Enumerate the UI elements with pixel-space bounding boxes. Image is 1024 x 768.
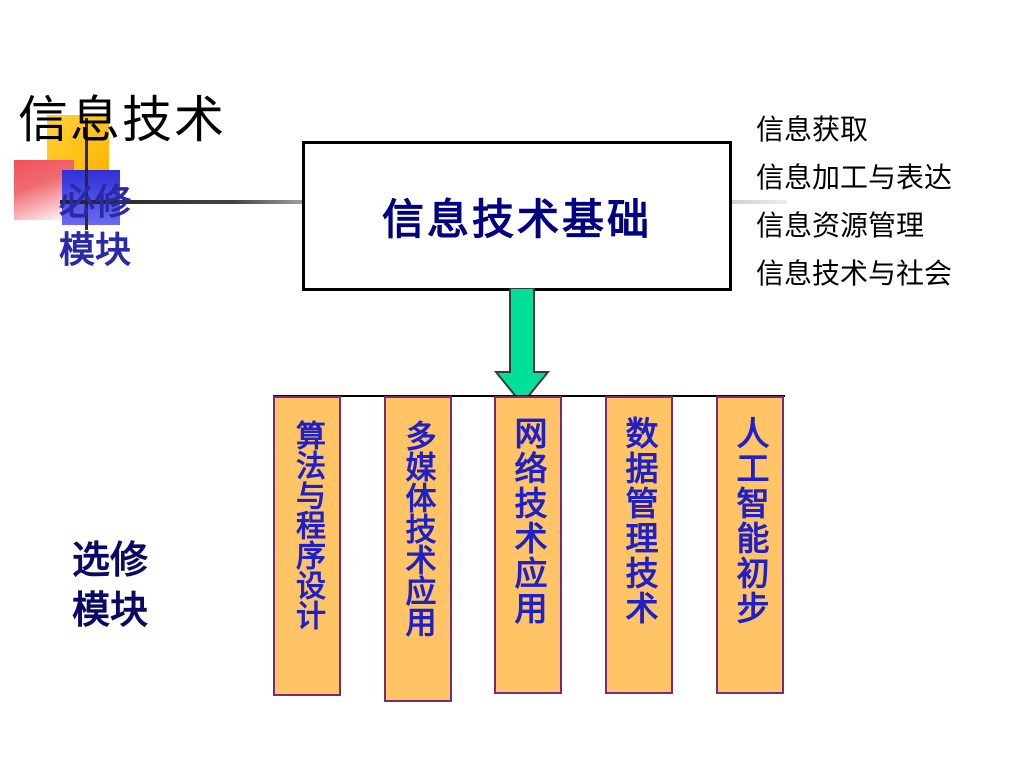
- required-module-label: 必修 模块: [40, 178, 150, 274]
- topic-item: 信息技术与社会: [756, 257, 953, 290]
- main-topic-label: 信息技术基础: [381, 194, 652, 244]
- elective-module-label-line1: 选修: [71, 537, 148, 582]
- elective-course-box: 算法与程序设计: [273, 396, 341, 696]
- elective-course-label: 网络技术应用: [509, 416, 548, 626]
- elective-module-label-line2: 模块: [71, 587, 148, 632]
- topic-item: 信息资源管理: [756, 209, 925, 242]
- main-topic-box: 信息技术基础: [302, 141, 732, 291]
- elective-course-box: 数据管理技术: [605, 396, 673, 694]
- topic-item: 信息获取: [756, 113, 869, 146]
- elective-course-box: 人工智能初步: [716, 396, 784, 694]
- elective-course-label: 人工智能初步: [731, 416, 770, 626]
- topic-item: 信息加工与表达: [756, 161, 953, 194]
- down-arrow-icon: [493, 288, 551, 406]
- down-arrow-shape: [493, 288, 551, 406]
- elective-course-box: 网络技术应用: [494, 396, 562, 694]
- required-module-label-line1: 必修: [58, 181, 131, 223]
- elective-course-label: 数据管理技术: [620, 416, 659, 626]
- decor-vertical-line: [85, 118, 88, 230]
- decor-horizontal-line-right: [697, 200, 787, 204]
- required-module-label-line2: 模块: [58, 229, 131, 271]
- elective-course-label: 多媒体技术应用: [399, 420, 436, 637]
- elective-module-label: 选修 模块: [60, 535, 160, 635]
- elective-course-box: 多媒体技术应用: [384, 396, 452, 702]
- page-title: 信息技术: [18, 91, 226, 149]
- elective-course-label: 算法与程序设计: [290, 420, 325, 630]
- topic-list: 信息获取 信息加工与表达 信息资源管理 信息技术与社会: [756, 106, 952, 298]
- decor-horizontal-line-left: [60, 200, 310, 204]
- decor-blue-square: [62, 170, 120, 225]
